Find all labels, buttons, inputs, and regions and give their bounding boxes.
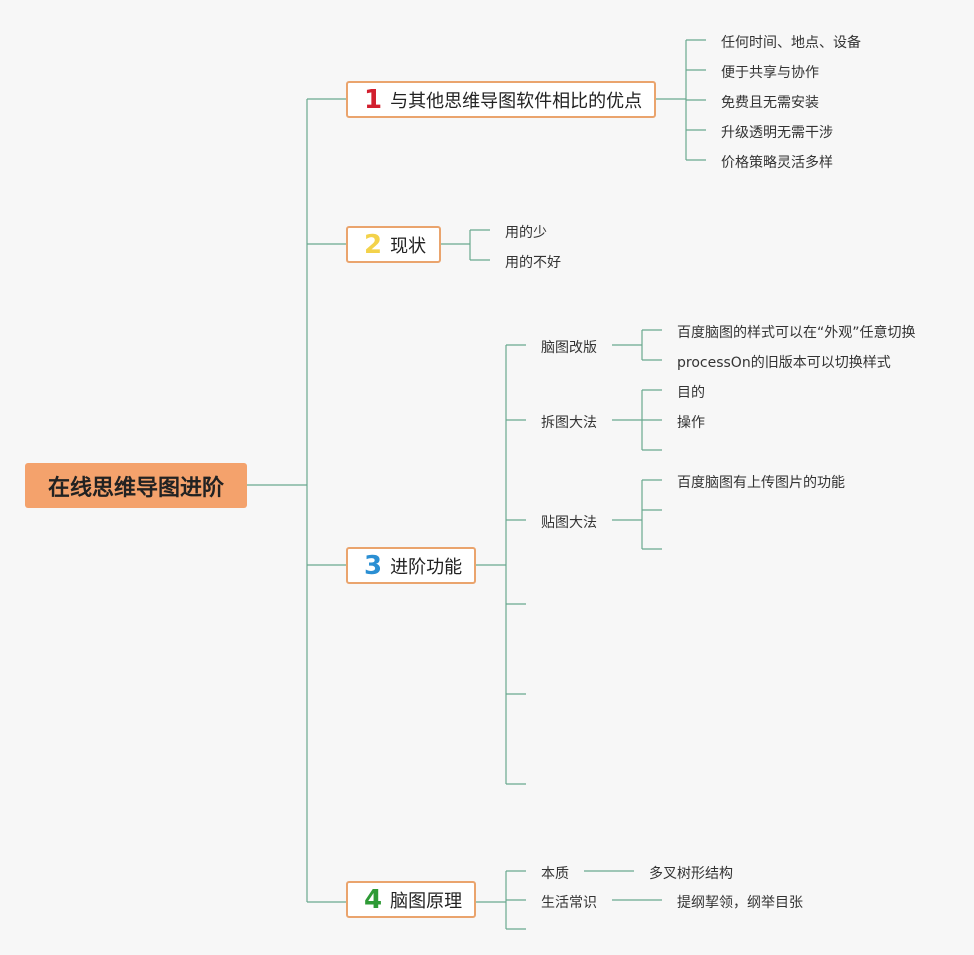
branch-label: 现状	[390, 235, 427, 257]
leaf-topic[interactable]: 目的	[677, 385, 705, 401]
branch-status[interactable]: 2 现状	[346, 226, 441, 263]
leaf-topic[interactable]: 提纲挈领，纲举目张	[677, 895, 803, 911]
number-4-icon: 4	[364, 884, 383, 915]
leaf-topic[interactable]: 用的不好	[505, 255, 561, 271]
branch-label: 脑图原理	[390, 890, 463, 912]
subtopic[interactable]: 贴图大法	[541, 515, 597, 531]
leaf-topic[interactable]: 操作	[677, 415, 705, 431]
leaf-topic[interactable]: 任何时间、地点、设备	[721, 35, 861, 51]
leaf-topic[interactable]: 升级透明无需干涉	[721, 125, 833, 141]
branch-mindmap-principles[interactable]: 4 脑图原理	[346, 881, 476, 918]
subtopic[interactable]: 拆图大法	[541, 415, 597, 431]
leaf-topic[interactable]: 多叉树形结构	[649, 866, 733, 882]
leaf-topic[interactable]: 免费且无需安装	[721, 95, 819, 111]
branch-label: 与其他思维导图软件相比的优点	[390, 90, 643, 112]
branch-advanced-features[interactable]: 3 进阶功能	[346, 547, 476, 584]
branch-advantages[interactable]: 1 与其他思维导图软件相比的优点	[346, 81, 656, 118]
number-1-icon: 1	[364, 84, 383, 115]
branch-label: 进阶功能	[390, 556, 463, 578]
leaf-topic[interactable]: 百度脑图的样式可以在“外观”任意切换	[677, 325, 916, 341]
subtopic[interactable]: 本质	[541, 866, 569, 882]
number-3-icon: 3	[364, 550, 383, 581]
subtopic[interactable]: 脑图改版	[541, 340, 597, 356]
leaf-topic[interactable]: 便于共享与协作	[721, 65, 819, 81]
leaf-topic[interactable]: 用的少	[505, 225, 547, 241]
subtopic[interactable]: 生活常识	[541, 895, 597, 911]
leaf-topic[interactable]: 价格策略灵活多样	[721, 155, 833, 171]
root-topic[interactable]: 在线思维导图进阶	[25, 463, 247, 508]
leaf-topic[interactable]: 百度脑图有上传图片的功能	[677, 475, 845, 491]
number-2-icon: 2	[364, 229, 383, 260]
leaf-topic[interactable]: processOn的旧版本可以切换样式	[677, 355, 891, 371]
